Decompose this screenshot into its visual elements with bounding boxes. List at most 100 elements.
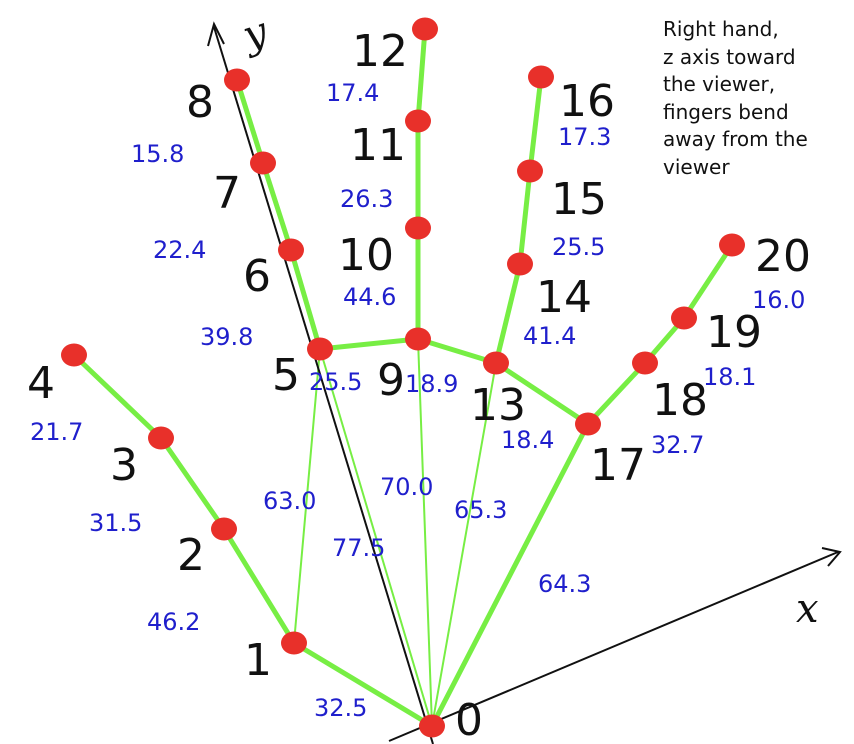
segment-length-0-5: 77.5	[332, 534, 385, 562]
landmark-point-4	[61, 343, 87, 367]
landmark-label-0: 0	[455, 695, 483, 744]
landmark-label-18: 18	[652, 375, 708, 426]
bone-segment-2-3	[158, 435, 227, 532]
bone-segment-15-16	[527, 74, 544, 174]
landmark-point-10	[405, 216, 431, 240]
segment-length-5-9: 25.5	[309, 368, 362, 396]
y-axis-arrowhead	[207, 21, 225, 47]
segment-length-0-17: 64.3	[538, 570, 591, 598]
landmark-label-1: 1	[244, 635, 272, 686]
joint-layer	[61, 17, 745, 738]
segment-length-1-2: 46.2	[147, 608, 200, 636]
segment-length-0-1: 32.5	[314, 694, 367, 722]
bone-segment-1-2	[221, 526, 297, 646]
bone-segment-13-17	[493, 360, 591, 427]
orientation-note: Right hand, z axis toward the viewer, fi…	[663, 16, 848, 181]
segment-length-15-16: 17.3	[558, 123, 611, 151]
landmark-point-20	[719, 233, 745, 257]
bone-segment-6-7	[260, 160, 294, 253]
landmark-label-13: 13	[470, 380, 526, 431]
landmark-label-4: 4	[27, 358, 55, 409]
x-axis-label: x	[796, 586, 819, 632]
landmark-point-19	[671, 306, 697, 330]
bone-segment-0-5	[319, 348, 433, 727]
segment-length-5-6: 39.8	[200, 323, 253, 351]
bone-segment-7-8	[234, 77, 266, 166]
landmark-label-6: 6	[243, 251, 271, 302]
bone-segment-0-1	[291, 640, 435, 729]
bone-segment-3-4	[71, 352, 164, 441]
landmark-label-2: 2	[177, 530, 205, 581]
bone-segment-11-12	[415, 26, 428, 124]
note-line: fingers bend	[663, 99, 789, 124]
bone-segment-5-9	[317, 336, 421, 352]
segment-length-0-9: 70.0	[380, 473, 433, 501]
segment-length-9-10: 44.6	[343, 283, 396, 311]
landmark-point-7	[250, 151, 276, 175]
segment-length-10-11: 26.3	[340, 185, 393, 213]
landmark-label-10: 10	[338, 230, 394, 281]
landmark-label-8: 8	[186, 77, 214, 128]
bone-segment-9-13	[415, 336, 499, 366]
segment-length-2-3: 31.5	[89, 509, 142, 537]
segment-length-14-15: 25.5	[552, 233, 605, 261]
segment-length-9-13: 18.9	[405, 370, 458, 398]
note-line: the viewer,	[663, 72, 776, 96]
landmark-point-1	[281, 631, 307, 655]
landmark-point-2	[211, 517, 237, 541]
segment-length-0-13: 65.3	[454, 496, 507, 524]
landmark-point-13	[483, 351, 509, 375]
bone-segment-1-5	[293, 348, 321, 644]
segment-length-17-18: 32.7	[651, 431, 704, 459]
segment-length-11-12: 17.4	[326, 79, 379, 107]
landmark-label-12: 12	[352, 26, 408, 77]
bone-segment-17-18	[585, 360, 648, 427]
landmark-point-6	[278, 238, 304, 262]
note-line: z axis toward	[663, 44, 796, 69]
segment-length-7-8: 15.8	[131, 140, 184, 168]
landmark-label-17: 17	[590, 440, 646, 491]
landmark-label-15: 15	[551, 174, 607, 225]
bone-segment-0-9	[417, 338, 433, 727]
landmark-point-15	[517, 159, 543, 183]
note-line: viewer	[663, 154, 730, 179]
x-axis-arrowhead	[821, 547, 842, 567]
landmark-point-17	[575, 412, 601, 436]
segment-length-13-14: 41.4	[523, 322, 576, 350]
landmark-point-0	[419, 714, 445, 738]
bone-segment-19-20	[681, 242, 735, 321]
landmark-point-9	[405, 327, 431, 351]
landmark-point-5	[307, 337, 333, 361]
segment-length-3-4: 21.7	[30, 418, 83, 446]
y-axis-line	[213, 26, 434, 744]
segment-length-1-5: 63.0	[263, 487, 316, 515]
bone-layer	[71, 26, 735, 729]
landmark-label-14: 14	[536, 272, 592, 323]
note-line: Right hand,	[663, 17, 779, 41]
bone-segment-14-15	[517, 168, 533, 267]
landmark-label-16: 16	[559, 76, 615, 127]
segment-length-18-19: 18.1	[703, 363, 756, 391]
bone-segment-0-13	[431, 362, 497, 727]
landmark-label-3: 3	[110, 440, 138, 491]
landmark-point-18	[632, 351, 658, 375]
landmark-label-5: 5	[272, 350, 300, 401]
landmark-label-19: 19	[706, 307, 762, 358]
note-line: away from the	[663, 127, 808, 151]
x-axis-line	[388, 551, 839, 742]
bone-segment-5-6	[288, 247, 323, 352]
y-axis-label: y	[235, 8, 274, 60]
landmark-point-11	[405, 109, 431, 133]
landmark-label-11: 11	[350, 120, 406, 171]
landmark-point-16	[528, 65, 554, 89]
length-label-layer: 32.546.231.521.739.822.415.844.626.317.4…	[30, 79, 805, 722]
segment-length-13-17: 18.4	[501, 426, 554, 454]
landmark-point-14	[507, 252, 533, 276]
landmark-point-8	[224, 68, 250, 92]
landmark-point-3	[148, 426, 174, 450]
segment-length-19-20: 16.0	[752, 286, 805, 314]
landmark-label-7: 7	[213, 168, 241, 219]
landmark-point-12	[412, 17, 438, 41]
